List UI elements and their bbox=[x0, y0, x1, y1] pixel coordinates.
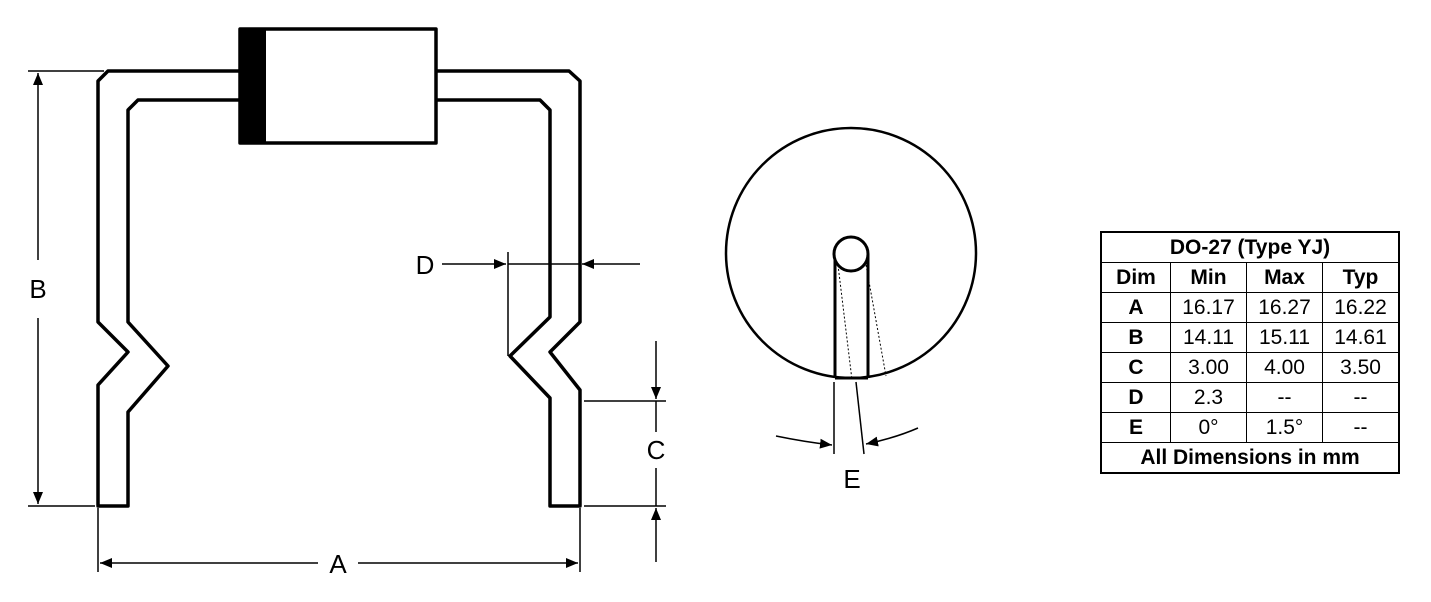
dimensions-table: DO-27 (Type YJ) Dim Min Max Typ A 16.17 … bbox=[1100, 231, 1400, 474]
table-row: C 3.00 4.00 3.50 bbox=[1100, 352, 1400, 383]
header-typ: Typ bbox=[1322, 262, 1400, 293]
left-lead bbox=[96, 69, 240, 508]
row-typ: 14.61 bbox=[1322, 322, 1400, 353]
table-row: B 14.11 15.11 14.61 bbox=[1100, 322, 1400, 353]
row-typ: 16.22 bbox=[1322, 292, 1400, 323]
row-max: 1.5° bbox=[1246, 412, 1323, 443]
row-max: 15.11 bbox=[1246, 322, 1323, 353]
row-dim: B bbox=[1100, 322, 1171, 353]
row-typ: -- bbox=[1322, 382, 1400, 413]
table-row: D 2.3 -- -- bbox=[1100, 382, 1400, 413]
row-min: 2.3 bbox=[1170, 382, 1247, 413]
label-a: A bbox=[329, 549, 347, 579]
table-title: DO-27 (Type YJ) bbox=[1100, 231, 1400, 263]
table-footer: All Dimensions in mm bbox=[1100, 442, 1400, 474]
diode-body bbox=[238, 27, 438, 145]
row-dim: A bbox=[1100, 292, 1171, 323]
row-min: 0° bbox=[1170, 412, 1247, 443]
row-max: -- bbox=[1246, 382, 1323, 413]
row-min: 16.17 bbox=[1170, 292, 1247, 323]
row-min: 3.00 bbox=[1170, 352, 1247, 383]
row-max: 16.27 bbox=[1246, 292, 1323, 323]
label-e: E bbox=[843, 464, 860, 494]
row-dim: E bbox=[1100, 412, 1171, 443]
row-typ: -- bbox=[1322, 412, 1400, 443]
dimensions-table-container: DO-27 (Type YJ) Dim Min Max Typ A 16.17 … bbox=[1100, 231, 1400, 474]
row-max: 4.00 bbox=[1246, 352, 1323, 383]
table-row: A 16.17 16.27 16.22 bbox=[1100, 292, 1400, 323]
dimension-c bbox=[584, 341, 666, 562]
lead-end-circle bbox=[832, 235, 870, 273]
diode-end-view bbox=[724, 126, 978, 455]
row-dim: D bbox=[1100, 382, 1171, 413]
right-lead bbox=[436, 69, 582, 508]
label-c: C bbox=[647, 435, 666, 465]
dimension-b bbox=[28, 70, 104, 507]
dimension-a bbox=[97, 508, 581, 572]
row-typ: 3.50 bbox=[1322, 352, 1400, 383]
row-min: 14.11 bbox=[1170, 322, 1247, 353]
table-header-row: Dim Min Max Typ bbox=[1100, 262, 1400, 293]
dimension-d bbox=[442, 252, 640, 356]
label-b: B bbox=[29, 274, 46, 304]
row-dim: C bbox=[1100, 352, 1171, 383]
header-dim: Dim bbox=[1100, 262, 1171, 293]
cathode-band bbox=[240, 29, 266, 143]
header-max: Max bbox=[1246, 262, 1323, 293]
header-min: Min bbox=[1170, 262, 1247, 293]
label-d: D bbox=[416, 250, 435, 280]
table-row: E 0° 1.5° -- bbox=[1100, 412, 1400, 443]
dimension-e bbox=[775, 427, 919, 449]
